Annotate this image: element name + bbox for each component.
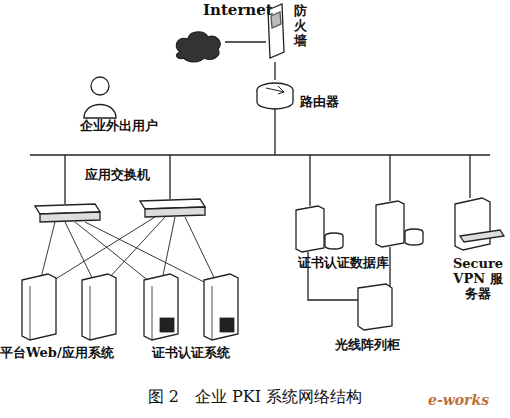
array-wire: [389, 247, 390, 288]
router-node: 路由器: [255, 80, 350, 112]
switch-icon: [145, 207, 205, 217]
db-server: [296, 206, 324, 252]
watermark: e-works: [428, 392, 508, 408]
vpn-device: [460, 230, 504, 242]
node-label: Secure VPN 服务器: [448, 257, 508, 302]
user-body: [84, 105, 116, 119]
db-disk: [325, 236, 343, 249]
network-bus: [30, 154, 490, 156]
server-towers: [22, 274, 238, 340]
node-label: 企业外出用户: [80, 119, 190, 134]
db-wire: [309, 155, 310, 206]
internet-node: Internet: [175, 2, 225, 64]
router-arrows: [266, 86, 284, 94]
db-disk: [405, 232, 423, 245]
array-node: 光线阵列柜: [330, 282, 420, 356]
user-head: [91, 77, 109, 95]
internet-cloud: [176, 32, 220, 62]
firewall-node: 防火墙: [266, 4, 310, 62]
server-details: [30, 286, 234, 340]
switch-server-wires: [38, 217, 220, 290]
node-label: 防火墙: [294, 4, 310, 49]
db-label: 证书认证数据库: [298, 256, 448, 271]
vpn-wire: [469, 155, 470, 198]
node-label: 路由器: [300, 95, 350, 110]
array-icon: [358, 284, 392, 330]
group-label: 证书认证系统: [152, 346, 262, 361]
node-label: 光线阵列柜: [335, 338, 425, 353]
switch-wire: [64, 155, 65, 204]
figure-caption: 图 2 企业 PKI 系统网络结构: [0, 388, 510, 406]
user-node: 企业外出用户: [75, 74, 185, 136]
db-server: [376, 201, 404, 247]
network-link: [225, 41, 266, 42]
router-wire: [274, 109, 275, 155]
vpn-server: [455, 198, 490, 250]
node-label: Internet: [203, 2, 273, 19]
switch-icon: [40, 212, 100, 222]
vpn-node: Secure VPN 服务器: [448, 195, 510, 320]
db-wire: [389, 155, 390, 201]
switch-label: 应用交换机: [85, 168, 185, 183]
group-label: 平台Web/应用系统: [0, 346, 140, 361]
network-link: [274, 62, 275, 80]
router-body: [257, 90, 293, 109]
switch-wire: [169, 155, 170, 199]
